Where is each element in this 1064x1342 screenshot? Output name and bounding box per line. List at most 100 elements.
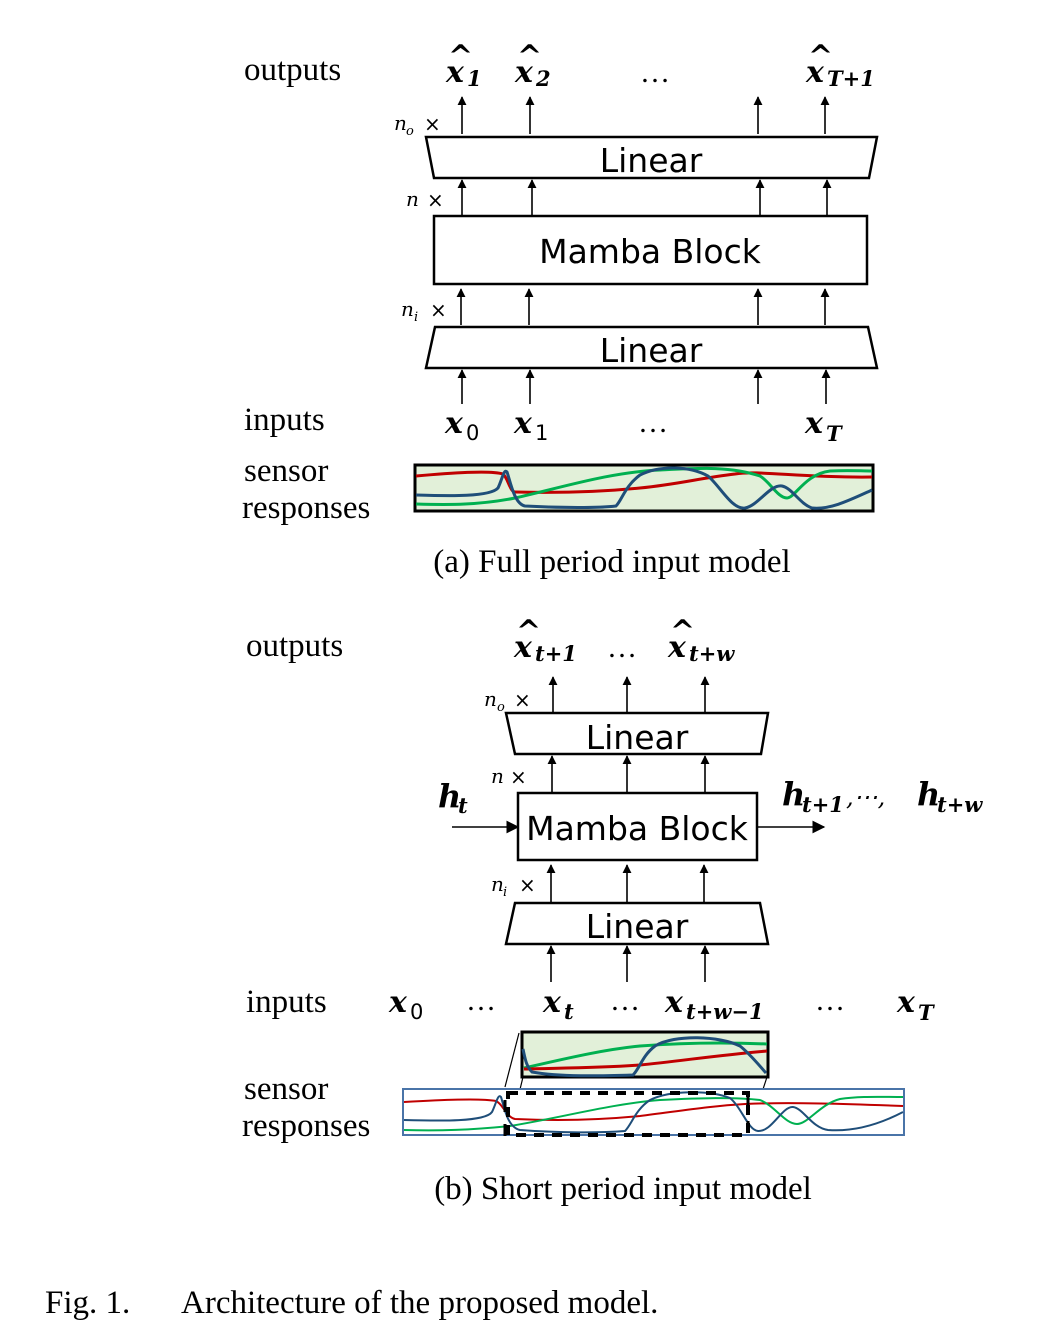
input-x1: x 1 (513, 406, 548, 445)
svg-text:×: × (510, 765, 527, 789)
svg-text:t+1: t+1 (802, 792, 844, 817)
outputs-label: outputs (244, 52, 341, 88)
svg-text:n: n (484, 687, 497, 711)
svg-text:x: x (896, 985, 916, 1020)
svg-text:t+1: t+1 (535, 641, 577, 666)
svg-text:o: o (406, 124, 414, 139)
multiplier-out: n o × (484, 687, 531, 715)
svg-text:x: x (513, 630, 533, 665)
mamba-block-label: Mamba Block (539, 232, 762, 271)
svg-text:T: T (826, 421, 843, 446)
caption-text: Architecture of the proposed model. (181, 1285, 658, 1321)
outputs-label: outputs (246, 628, 343, 664)
multiplier-in: n i × (401, 297, 447, 325)
figure-caption: Fig. 1. Architecture of the proposed mod… (45, 1285, 658, 1321)
linear-input-layer (424, 325, 879, 370)
output-subscript: T+1 (827, 66, 875, 91)
output-subscript: 2 (535, 66, 551, 91)
input-x-tw1: x t+w−1 (664, 985, 764, 1024)
svg-text:x: x (444, 406, 464, 441)
outputs-ellipsis: … (607, 631, 637, 664)
inputs-label: inputs (246, 984, 327, 1020)
sensor-label-line1: sensor (244, 1071, 328, 1107)
sensor-curve-blue (415, 466, 873, 510)
svg-text:n: n (406, 187, 419, 211)
linear-output-layer (424, 135, 879, 180)
output-arrows (457, 96, 830, 134)
multiplier-out: n o × (394, 111, 441, 139)
svg-text:t: t (564, 999, 574, 1024)
hidden-arrows (547, 755, 710, 792)
input-xT: x T (896, 985, 935, 1025)
sensor-strip-full (413, 463, 875, 513)
svg-text:×: × (519, 873, 536, 897)
input-xt: x t (542, 985, 574, 1024)
svg-text:x: x (542, 985, 562, 1020)
hat-mark: ^ (516, 614, 541, 649)
input-arrows (546, 945, 710, 982)
svg-text:o: o (497, 700, 505, 715)
svg-text:h: h (438, 777, 461, 815)
svg-text:×: × (430, 298, 447, 322)
hidden-state-out: h t+1 ,⋯, h t+w (782, 775, 983, 817)
output-symbol: x (445, 55, 465, 90)
output-xT1: x ^ T+1 (805, 39, 875, 91)
mamba-block (432, 214, 869, 286)
svg-text:t: t (458, 793, 468, 818)
hidden-arrows (457, 179, 832, 215)
inputs-label: inputs (244, 402, 325, 438)
svg-text:1: 1 (535, 421, 548, 445)
svg-text:0: 0 (410, 1000, 423, 1024)
output-x-tw: x ^ t+w (667, 614, 735, 666)
multiplier-hidden: n × (406, 187, 444, 212)
linear-output-label: Linear (586, 718, 689, 757)
window-dashed-frame (506, 1091, 750, 1137)
svg-text:t+w: t+w (937, 792, 983, 817)
input-xT: x T (804, 406, 843, 446)
caption-prefix: Fig. 1. (45, 1285, 130, 1321)
linear-input-layer (504, 901, 770, 946)
svg-text:x: x (667, 630, 687, 665)
panel-b: outputs x ^ t+1 … x ^ t+w n o × Linear (242, 614, 983, 1207)
linear-output-layer (504, 711, 770, 756)
mamba-block-label: Mamba Block (526, 809, 749, 848)
svg-text:t+w: t+w (689, 641, 735, 666)
zoom-guide-left-outer (504, 1032, 520, 1088)
inputs-ellipsis: … (638, 406, 668, 439)
hidden-state-in: h t (438, 777, 468, 818)
sensor-curve-green (523, 1041, 768, 1070)
svg-text:0: 0 (466, 421, 479, 445)
output-x-t1: x ^ t+1 (513, 614, 577, 666)
linear-input-label: Linear (600, 331, 703, 370)
output-arrows (548, 676, 710, 712)
sensor-curve-blue (521, 1036, 768, 1078)
multiplier-in: n i × (491, 872, 536, 900)
output-symbol: x (805, 55, 825, 90)
linear-output-label: Linear (600, 141, 703, 180)
svg-text:T: T (918, 1000, 935, 1025)
svg-text:x: x (513, 406, 533, 441)
input-x0: x 0 (444, 406, 479, 445)
svg-text:n: n (491, 872, 504, 896)
multiplier-hidden: n × (491, 764, 527, 789)
inputs-ellipsis: … (466, 984, 496, 1017)
svg-text:×: × (424, 112, 441, 136)
panel-a-title: (a) Full period input model (433, 544, 790, 580)
svg-text:x: x (804, 406, 824, 441)
sensor-curve-blue (403, 1091, 904, 1134)
hat-mark: ^ (448, 39, 473, 74)
panel-a: outputs x ^ 1 x ^ 2 … x ^ T+1 n o × (242, 39, 879, 580)
output-subscript: 1 (467, 66, 482, 91)
inputs-ellipsis: … (815, 984, 845, 1017)
svg-text:x: x (388, 985, 408, 1020)
output-symbol: x (514, 55, 534, 90)
sensor-label-line1: sensor (244, 453, 328, 489)
svg-text:h: h (782, 775, 805, 813)
sensor-label-line2: responses (242, 1108, 370, 1144)
outputs-ellipsis: … (640, 56, 670, 89)
sensor-label-line2: responses (242, 490, 370, 526)
sensor-curve-red (403, 1098, 904, 1121)
panel-b-title: (b) Short period input model (434, 1171, 812, 1207)
output-x2: x ^ 2 (514, 39, 551, 91)
